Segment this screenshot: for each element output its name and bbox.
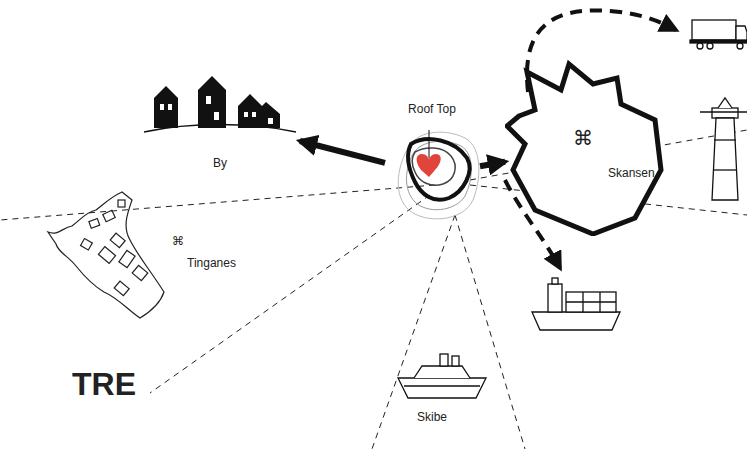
tinganes-map (48, 192, 164, 318)
symbol: ⌘ (172, 234, 184, 248)
view-lines (0, 130, 747, 449)
node-outline (385, 100, 480, 230)
node-label: Roof Top (408, 102, 456, 116)
cargo-ship-icon (532, 278, 620, 330)
star-area: ⌘ (505, 58, 665, 236)
flow-arrow (300, 141, 385, 163)
node-label: By (213, 156, 227, 170)
roof-top-area: Roof Top (385, 100, 480, 230)
truck-icon (690, 20, 747, 49)
lighthouse-icon (700, 98, 747, 200)
place-label: Skibe (417, 410, 447, 424)
title-fragment: TRE (72, 366, 136, 403)
town-node: By (140, 68, 300, 173)
place-label: Tinganes (187, 256, 236, 270)
node-label: ⌘ (573, 126, 593, 150)
ship-icon (398, 354, 486, 398)
place-label: Skansen (608, 166, 655, 180)
flow-arrow (480, 162, 505, 167)
